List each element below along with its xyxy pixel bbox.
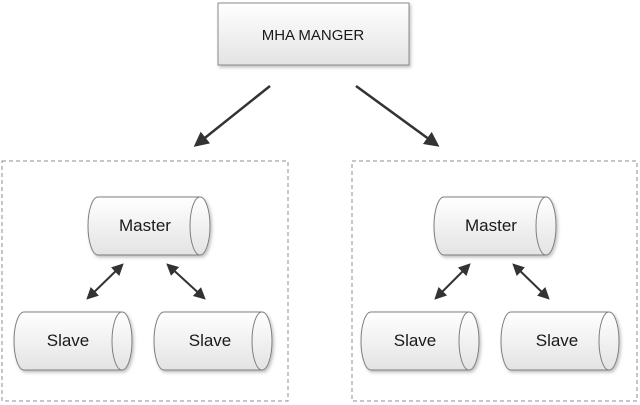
slave-label-right-1: Slave [394, 331, 437, 350]
slave-label-left-1: Slave [47, 331, 90, 350]
manager-label: MHA MANGER [262, 27, 365, 44]
cluster-group-right: Master Slave Slave [351, 160, 638, 402]
replication-arrow-left-1 [86, 263, 124, 300]
slave-label-right-2: Slave [536, 331, 579, 350]
replication-arrow-left-2 [166, 263, 206, 300]
slave-node-right-2 [500, 311, 620, 371]
master-label-right: Master [465, 216, 517, 235]
slave-node-left-1 [13, 311, 133, 371]
replication-arrow-right-1 [434, 263, 471, 300]
replication-arrow-right-2 [512, 263, 550, 300]
cluster-border-right [351, 160, 638, 402]
slave-node-right-1 [360, 311, 480, 371]
master-node-left [87, 196, 211, 256]
manager-to-right-group-arrow [355, 84, 440, 147]
master-label-left: Master [119, 216, 171, 235]
slave-label-left-2: Slave [189, 331, 232, 350]
manager-to-left-group-arrow [193, 85, 271, 147]
master-node-right [433, 196, 557, 256]
manager-node: MHA MANGER [217, 2, 410, 66]
slave-node-left-2 [153, 311, 273, 371]
cluster-border-left [1, 160, 289, 402]
cluster-group-left: Master Slave Slave [1, 160, 289, 402]
